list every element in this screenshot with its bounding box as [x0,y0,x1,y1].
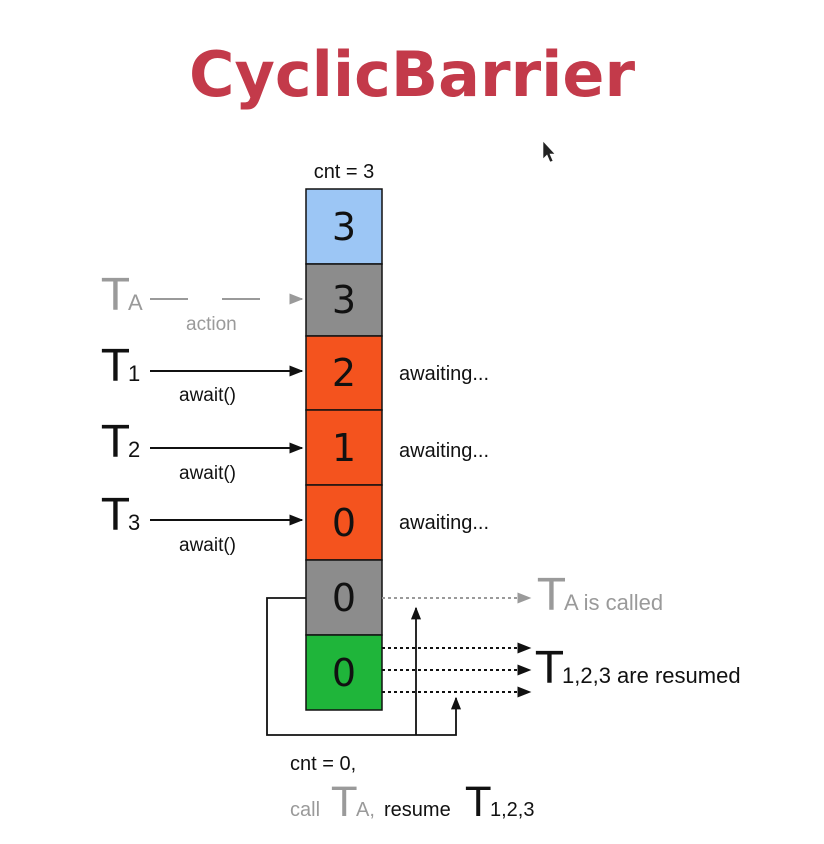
bottom-sub-a: A, [356,799,375,821]
action-called-T: T [537,570,565,621]
action-thread-sub: A [128,290,143,315]
thread-1-status: awaiting... [399,363,489,385]
cell-4-value: 0 [332,501,356,545]
bottom-line1: cnt = 0, [290,753,356,775]
thread-3: T 3 await() awaiting... [101,490,489,556]
cell-6 [305,634,383,711]
cell-5-value: 0 [332,576,356,620]
thread-1: T 1 await() awaiting... [101,341,489,406]
thread-2-sub: 2 [128,437,140,462]
resumed-sub: 1,2,3 [562,663,611,688]
counter-top-label: cnt = 3 [314,161,375,183]
cell-2 [305,335,383,411]
cell-6-value: 0 [332,651,356,695]
cell-3-value: 1 [332,426,356,470]
thread-1-sub: 1 [128,361,140,386]
cell-0 [305,188,383,265]
bottom-resume: resume [384,799,451,821]
thread-2-T: T [101,417,129,468]
thread-2-label: await() [179,463,236,484]
thread-1-T: T [101,341,129,392]
action-thread: T A action [101,270,304,335]
action-called-text: A is called [564,590,663,615]
loop-connector [266,597,462,736]
bottom-call: call [290,799,320,821]
resumed-text: 1,2,3 are resumed [562,663,741,688]
resumed-label: are resumed [611,663,741,688]
thread-3-T: T [101,490,129,541]
page-title: CyclicBarrier [188,38,636,111]
thread-2: T 2 await() awaiting... [101,417,489,484]
thread-3-sub: 3 [128,510,140,535]
thread-3-status: awaiting... [399,512,489,534]
cell-2-value: 2 [332,351,356,395]
action-called-sub: A [564,590,579,615]
counter-stack: 3 3 2 1 0 0 0 [305,188,383,711]
cell-1 [305,263,383,337]
action-thread-T: T [101,270,129,321]
thread-3-label: await() [179,535,236,556]
bottom-T-a: T [331,780,357,826]
bottom-sub-r: 1,2,3 [490,799,534,821]
action-label: action [186,314,237,335]
mouse-cursor-icon [542,140,556,163]
bottom-T-r: T [465,780,491,826]
resumed-T: T [535,643,563,694]
thread-1-label: await() [179,385,236,406]
thread-2-status: awaiting... [399,440,489,462]
cell-0-value: 3 [332,205,356,249]
cell-1-value: 3 [332,278,356,322]
action-called-label: is called [577,590,663,615]
